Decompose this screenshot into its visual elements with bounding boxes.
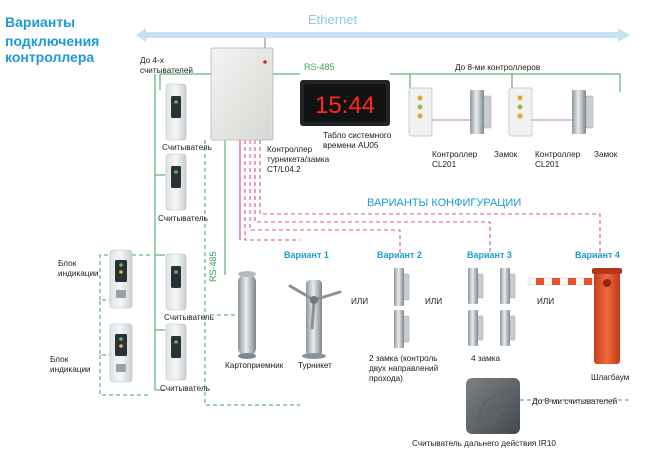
cl201-2-label-1: Контроллер [535, 150, 581, 159]
reader-2-label: Считыватель [158, 214, 208, 223]
cl201-controller-1 [408, 87, 433, 137]
controller-box [210, 47, 274, 141]
lock-2 [572, 90, 594, 134]
green-wiring [154, 73, 621, 391]
card-acceptor-label: Картоприемник [225, 361, 284, 370]
config-variants-label: ВАРИАНТЫ КОНФИГУРАЦИИ [367, 197, 521, 209]
reader-4-label: Считыватель [160, 384, 210, 393]
variant-2-lock-bottom [394, 310, 410, 348]
lock-1 [470, 90, 492, 134]
turnstile [288, 280, 342, 359]
or-label-3: ИЛИ [537, 297, 554, 306]
up-to-4-line-2: считывателей [140, 66, 193, 75]
variant-3-lock-1 [468, 268, 484, 304]
reader-1-label: Считыватель [162, 143, 212, 152]
reader-3 [165, 253, 187, 311]
up-to-8-readers: До 8-ми считывателей [532, 397, 617, 406]
reader-4 [165, 323, 187, 381]
title-line-1: Варианты [5, 14, 75, 30]
clock-label-2: времени AU05 [323, 141, 379, 150]
rs485-side-label: RS-485 [208, 251, 218, 282]
controller-label-2: турникета/замка [267, 155, 330, 164]
reader-1 [165, 83, 187, 141]
up-to-4-line-1: До 4-х [140, 56, 164, 65]
controller-label-3: CT/L04.2 [267, 165, 301, 174]
config-lines [244, 140, 601, 255]
two-locks-line-3: прохода) [369, 374, 403, 383]
cl201-1-label-1: Контроллер [432, 150, 478, 159]
variant-3-lock-3 [468, 310, 484, 346]
variant-3-label: Вариант 3 [467, 250, 512, 260]
indicator-block-2 [109, 323, 133, 383]
or-label-1: ИЛИ [351, 297, 368, 306]
two-locks-line-1: 2 замка (контроль [369, 354, 438, 363]
ethernet-bus [136, 28, 630, 42]
indicator-1-label-1: Блок [58, 259, 77, 268]
variant-3-lock-2 [500, 268, 516, 304]
variant-1-label: Вариант 1 [284, 250, 329, 260]
reader-2 [165, 153, 187, 211]
clock-display [300, 80, 390, 126]
card-acceptor [238, 271, 256, 359]
variant-2-label: Вариант 2 [377, 250, 422, 260]
indicator-block-1 [109, 249, 133, 309]
cl201-2-label-2: CL201 [535, 160, 560, 169]
up-to-8-controllers: До 8-ми контроллеров [455, 63, 540, 72]
lock-2-label: Замок [594, 150, 618, 159]
four-locks-label: 4 замка [471, 354, 501, 363]
title-line-2: подключения [5, 33, 99, 49]
rs485-top-label: RS-485 [304, 62, 335, 72]
indicator-1-label-2: индикации [58, 269, 99, 278]
indicator-2-label-1: Блок [50, 355, 69, 364]
clock-label-1: Табло системного [323, 131, 392, 140]
long-range-reader [466, 378, 520, 434]
barrier-label: Шлагбаум [591, 373, 630, 382]
variant-3-lock-4 [500, 310, 516, 346]
reader-3-label: Считыватель [164, 313, 214, 322]
cl201-controller-2 [508, 87, 533, 137]
two-locks-line-2: двух направлений [369, 364, 438, 373]
variant-4-label: Вариант 4 [575, 250, 620, 260]
clock-digits: 15:44 [315, 92, 375, 119]
title-line-3: контроллера [5, 49, 94, 65]
lock-1-label: Замок [494, 150, 518, 159]
cl201-1-label-2: CL201 [432, 160, 457, 169]
ethernet-label: Ethernet [308, 12, 358, 27]
indicator-2-label-2: индикации [50, 365, 91, 374]
barrier [527, 268, 622, 364]
or-label-2: ИЛИ [425, 297, 442, 306]
variant-2-lock-top [394, 268, 410, 306]
controller-label-1: Контроллер [267, 145, 313, 154]
long-range-reader-label: Считыватель дальнего действия IR10 [412, 439, 556, 448]
turnstile-label: Турникет [298, 361, 332, 370]
